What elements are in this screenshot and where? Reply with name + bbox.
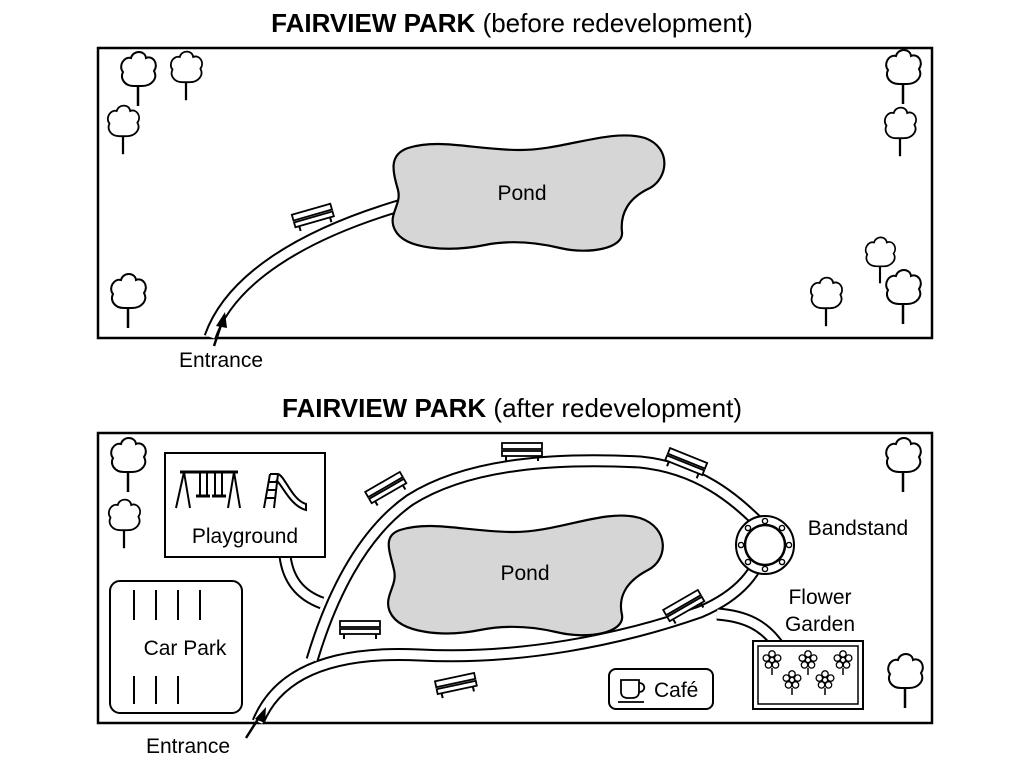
pond-label: Pond <box>497 182 546 205</box>
slide-icon <box>263 473 307 512</box>
playground-label: Playground <box>192 525 298 548</box>
footpath <box>203 198 404 340</box>
flower-garden-label-line1: Flower <box>788 586 851 609</box>
car-park-label: Car Park <box>144 637 227 660</box>
pond <box>391 134 666 252</box>
map-title-before: FAIRVIEW PARK (before redevelopment) <box>0 8 1024 39</box>
swing-icon <box>175 470 241 509</box>
entrance-label: Entrance <box>146 735 230 758</box>
playground: Playground <box>164 452 326 558</box>
cafe-label: Café <box>654 679 698 702</box>
title-rest: (before redevelopment) <box>482 8 753 38</box>
cup-icon <box>618 679 646 703</box>
cafe: Café <box>608 668 714 710</box>
arrow-icon <box>244 707 266 739</box>
car-park: Car Park <box>109 580 243 714</box>
arrow-icon <box>212 312 227 347</box>
title-bold: FAIRVIEW PARK <box>271 8 476 38</box>
map-title-after: FAIRVIEW PARK (after redevelopment) <box>0 393 1024 424</box>
map-before: Pond Entrance <box>96 46 934 372</box>
bandstand-label: Bandstand <box>808 517 908 540</box>
flower-garden: Flower Garden <box>752 586 864 710</box>
bandstand: Bandstand <box>735 515 908 575</box>
title-bold: FAIRVIEW PARK <box>282 393 487 423</box>
entrance-label: Entrance <box>179 349 263 372</box>
map-after: Pond <box>96 431 934 758</box>
flower-garden-label-line2: Garden <box>785 613 855 636</box>
pond-label: Pond <box>500 562 549 585</box>
pond <box>387 514 664 637</box>
title-rest: (after redevelopment) <box>493 393 742 423</box>
